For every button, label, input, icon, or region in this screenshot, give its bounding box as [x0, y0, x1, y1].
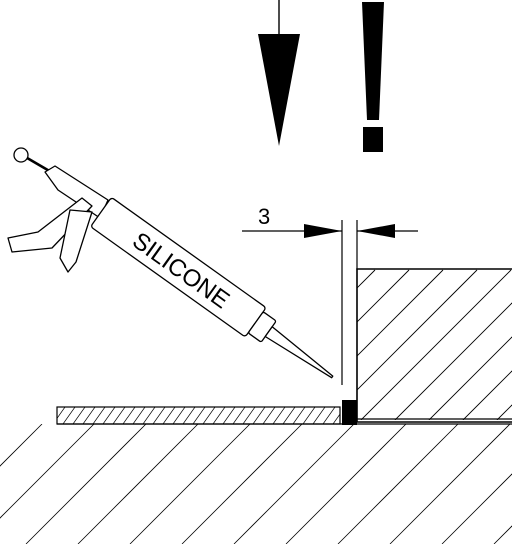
hatch-line	[57, 407, 66, 419]
hatch-line	[242, 407, 256, 424]
hatch-line	[129, 424, 251, 544]
hatch-line	[112, 407, 126, 424]
dimension-arrow-left-icon	[304, 224, 342, 238]
hatch-line	[102, 407, 116, 424]
hatch-line	[394, 302, 512, 420]
hatch-line	[202, 407, 216, 424]
hatch-line	[132, 407, 146, 424]
hatch-line	[33, 407, 45, 424]
hatch-line	[357, 269, 444, 357]
hatch-line	[122, 407, 136, 424]
ground-hatching	[0, 424, 512, 544]
hatch-line	[357, 269, 478, 391]
hatch-line	[441, 473, 512, 544]
hatch-line	[389, 424, 511, 544]
hatch-line	[152, 407, 166, 424]
hatch-line	[332, 413, 340, 424]
hatch-line	[282, 407, 296, 424]
exclamation-icon	[362, 2, 384, 152]
hatch-line	[292, 407, 306, 424]
silicone-joint	[342, 400, 357, 425]
hatch-line	[62, 407, 76, 424]
hatch-line	[262, 407, 276, 424]
dimension-arrow-right-icon	[357, 224, 395, 238]
hatch-line	[322, 407, 336, 424]
caulking-gun-icon: SILICONE	[7, 147, 334, 379]
hatch-line	[72, 407, 86, 424]
hatch-line	[493, 525, 512, 544]
hatch-line	[142, 407, 156, 424]
hatch-line	[357, 269, 410, 323]
hatch-line	[233, 424, 355, 544]
hatch-line	[428, 336, 512, 420]
hatch-line	[181, 424, 303, 544]
hatch-line	[182, 407, 196, 424]
hatch-line	[23, 407, 35, 424]
hatch-line	[162, 407, 176, 424]
hatch-line	[92, 407, 106, 424]
hatched-block	[356, 268, 512, 423]
hatch-line	[77, 424, 199, 544]
cartridge-label: SILICONE	[127, 227, 234, 314]
hatch-line	[25, 424, 147, 544]
hatch-line	[43, 407, 55, 424]
down-arrow-icon	[258, 0, 300, 146]
screed-layer	[23, 406, 341, 425]
hatch-line	[302, 407, 316, 424]
hatch-line	[172, 407, 186, 424]
hatch-line	[312, 407, 326, 424]
hatch-line	[0, 424, 43, 467]
hatch-line	[360, 269, 512, 420]
hatch-line	[82, 407, 96, 424]
hatch-line	[272, 407, 286, 424]
hatch-line	[462, 370, 512, 420]
hatch-line	[337, 424, 459, 544]
hatch-line	[212, 407, 226, 424]
hatch-line	[252, 407, 266, 424]
hatch-line	[192, 407, 206, 424]
hatch-line	[222, 407, 236, 424]
hatch-line	[232, 407, 246, 424]
dimension-annotation: 3	[242, 204, 418, 385]
hatch-line	[285, 424, 407, 544]
hatch-line	[0, 424, 95, 519]
dimension-value: 3	[258, 204, 270, 229]
hatch-line	[357, 269, 376, 289]
